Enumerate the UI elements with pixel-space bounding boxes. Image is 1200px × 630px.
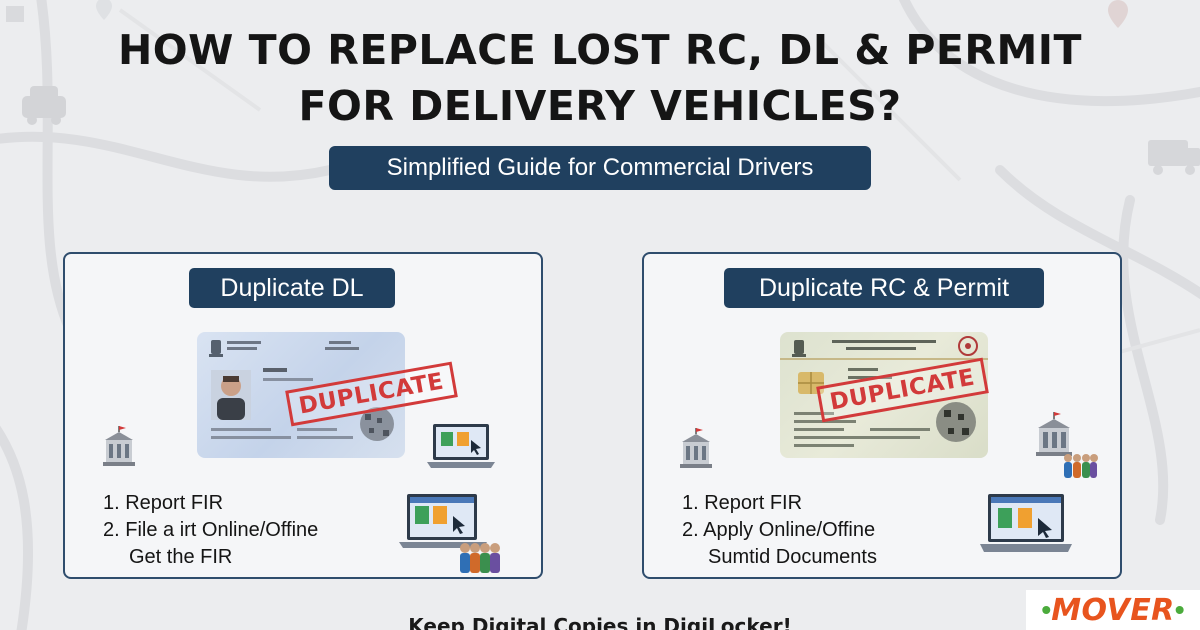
- car-icon: [22, 86, 66, 125]
- duplicate-rc-permit-panel: Duplicate RC & Permit: [642, 252, 1122, 579]
- step-2-detail: Get the FIR: [129, 546, 233, 568]
- government-building-icon: [680, 428, 712, 468]
- seal-icon: [958, 336, 978, 356]
- map-pin-icon: [1108, 0, 1128, 28]
- qr-code-icon: [360, 407, 394, 441]
- footer-note: Keep Digital Copies in DigiLocker!: [408, 614, 792, 630]
- logo-dot-right-icon: •: [1174, 594, 1185, 625]
- emblem-icon: [209, 340, 223, 357]
- panel-title: Duplicate RC & Permit: [724, 268, 1044, 308]
- driving-licence-card: [197, 332, 405, 458]
- panel-title: Duplicate DL: [189, 268, 395, 308]
- mover-logo[interactable]: • MOVER •: [1026, 590, 1200, 630]
- title-line-1: HOW TO REPLACE LOST RC, DL & PERMIT: [117, 26, 1083, 74]
- step-2-detail: Sumtid Documents: [708, 546, 877, 568]
- duplicate-dl-panel: Duplicate DL: [63, 252, 543, 579]
- page-title: HOW TO REPLACE LOST RC, DL & PERMIT FOR …: [0, 22, 1200, 134]
- laptop-queue-icon: [399, 494, 500, 573]
- steps-list: 1. Report FIR 2. File a irt Online/Offin…: [103, 490, 318, 571]
- step-2: 2. Apply Online/Offine: [682, 519, 876, 541]
- steps-list: 1. Report FIR 2. Apply Online/Offine Sum…: [682, 490, 877, 571]
- government-building-queue-icon: [1036, 412, 1098, 478]
- truck-icon: [1148, 140, 1200, 175]
- building-icon: [6, 6, 24, 22]
- photo-icon: [211, 370, 251, 420]
- map-pin-icon: [96, 0, 112, 20]
- laptop-icon: [427, 424, 495, 468]
- qr-code-icon: [936, 402, 976, 442]
- title-line-2: FOR DELIVERY VEHICLES?: [298, 82, 902, 130]
- chip-icon: [798, 372, 824, 394]
- laptop-icon: [980, 494, 1072, 552]
- registration-certificate-card: [780, 332, 988, 458]
- government-building-icon: [103, 426, 135, 466]
- queue-people-icon: [460, 543, 500, 573]
- step-1: 1. Report FIR: [682, 492, 803, 514]
- emblem-icon: [792, 340, 806, 357]
- step-2: 2. File a irt Online/Offine: [103, 519, 319, 541]
- queue-people-icon: [1064, 454, 1098, 478]
- logo-dot-left-icon: •: [1041, 594, 1052, 625]
- logo-text: MOVER: [1051, 592, 1175, 628]
- subtitle-banner: Simplified Guide for Commercial Drivers: [329, 146, 871, 190]
- step-1: 1. Report FIR: [103, 492, 224, 514]
